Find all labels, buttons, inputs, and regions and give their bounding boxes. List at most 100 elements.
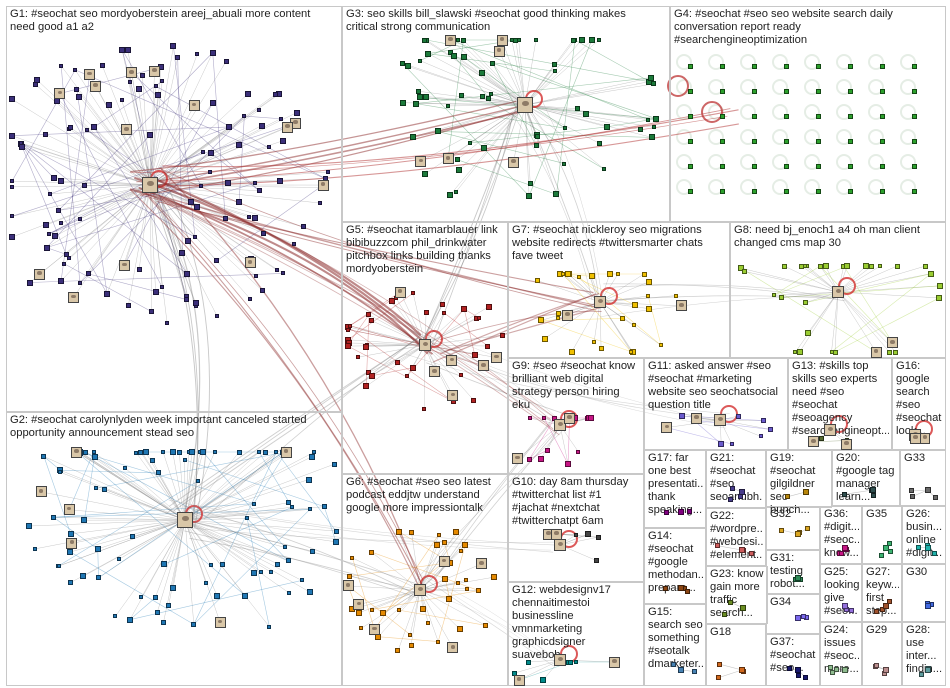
graph-node[interactable] (450, 52, 457, 59)
user-avatar-node[interactable] (54, 88, 66, 100)
graph-node[interactable] (592, 340, 597, 344)
graph-node[interactable] (259, 569, 264, 574)
graph-node[interactable] (879, 63, 885, 69)
graph-node[interactable] (184, 297, 190, 303)
group-g5[interactable]: G5: #seochat itamarblauer link bibibuzzc… (342, 222, 508, 474)
graph-node[interactable] (768, 426, 774, 432)
graph-node[interactable] (560, 272, 565, 276)
graph-node[interactable] (399, 60, 405, 66)
group-g1[interactable]: G1: #seochat seo mordyoberstein areej_ab… (6, 6, 342, 412)
graph-node[interactable] (829, 349, 834, 354)
graph-node[interactable] (771, 293, 776, 298)
graph-node[interactable] (258, 122, 265, 129)
graph-node[interactable] (82, 449, 88, 455)
user-avatar-node[interactable] (442, 153, 454, 165)
graph-node[interactable] (61, 261, 66, 266)
graph-node[interactable] (847, 138, 853, 144)
user-avatar-node[interactable] (561, 309, 573, 321)
graph-node[interactable] (664, 510, 670, 516)
graph-node[interactable] (525, 659, 531, 665)
graph-node[interactable] (556, 316, 561, 321)
graph-node[interactable] (910, 493, 916, 499)
graph-node[interactable] (479, 69, 486, 76)
graph-node[interactable] (310, 548, 316, 554)
user-avatar-node[interactable] (808, 436, 820, 448)
graph-node[interactable] (783, 63, 789, 69)
graph-node[interactable] (368, 372, 375, 379)
graph-node[interactable] (347, 573, 353, 579)
graph-node[interactable] (251, 501, 256, 506)
graph-node[interactable] (784, 494, 790, 500)
graph-node[interactable] (259, 288, 265, 294)
graph-node[interactable] (485, 303, 492, 310)
graph-node[interactable] (489, 92, 494, 97)
graph-node[interactable] (52, 233, 59, 240)
graph-node[interactable] (719, 138, 725, 144)
graph-node[interactable] (663, 586, 669, 592)
graph-node[interactable] (138, 449, 144, 455)
graph-node[interactable] (805, 525, 811, 531)
group-g7[interactable]: G7: #seochat nickleroy seo migrations we… (508, 222, 730, 358)
graph-node[interactable] (187, 198, 194, 205)
graph-node[interactable] (154, 91, 161, 98)
graph-node[interactable] (482, 622, 488, 628)
graph-node[interactable] (54, 98, 61, 105)
graph-node[interactable] (418, 58, 423, 63)
graph-node[interactable] (165, 321, 170, 326)
graph-node[interactable] (802, 675, 808, 680)
group-g32[interactable]: G32 (766, 506, 820, 550)
graph-node[interactable] (646, 278, 653, 285)
graph-node[interactable] (779, 295, 785, 301)
graph-node[interactable] (175, 55, 181, 61)
graph-node[interactable] (50, 174, 57, 181)
user-avatar-node[interactable] (446, 355, 458, 367)
graph-node[interactable] (136, 266, 142, 272)
graph-node[interactable] (247, 296, 252, 301)
graph-node[interactable] (290, 505, 295, 510)
graph-node[interactable] (81, 183, 87, 189)
graph-node[interactable] (350, 555, 355, 560)
graph-node[interactable] (758, 434, 763, 439)
graph-node[interactable] (331, 461, 337, 467)
user-avatar-node[interactable] (517, 97, 533, 113)
user-avatar-node[interactable] (476, 558, 488, 570)
group-g6[interactable]: G6: #seochat #seo seo latest podcast edd… (342, 474, 508, 686)
graph-node[interactable] (363, 383, 370, 390)
graph-node[interactable] (863, 263, 870, 269)
user-avatar-node[interactable] (676, 300, 688, 312)
user-avatar-node[interactable] (691, 412, 702, 424)
graph-node[interactable] (442, 576, 449, 583)
graph-node[interactable] (842, 603, 849, 609)
graph-node[interactable] (883, 667, 889, 673)
graph-node[interactable] (25, 523, 32, 529)
graph-node[interactable] (742, 268, 748, 274)
graph-node[interactable] (499, 332, 505, 338)
user-avatar-node[interactable] (177, 512, 193, 528)
graph-node[interactable] (602, 166, 606, 171)
graph-node[interactable] (687, 138, 693, 144)
user-avatar-node[interactable] (317, 179, 329, 191)
user-avatar-node[interactable] (507, 156, 519, 168)
graph-node[interactable] (822, 263, 829, 269)
graph-node[interactable] (786, 665, 792, 671)
graph-node[interactable] (678, 509, 685, 515)
graph-node[interactable] (368, 317, 374, 323)
graph-node[interactable] (408, 632, 413, 637)
user-avatar-node[interactable] (63, 504, 75, 516)
graph-node[interactable] (77, 217, 82, 222)
graph-node[interactable] (368, 549, 374, 555)
graph-node[interactable] (236, 198, 243, 205)
graph-node[interactable] (58, 470, 63, 475)
graph-node[interactable] (119, 46, 126, 53)
graph-node[interactable] (193, 203, 200, 210)
graph-node[interactable] (645, 305, 652, 312)
graph-node[interactable] (73, 67, 78, 72)
user-avatar-node[interactable] (126, 67, 138, 79)
user-avatar-node[interactable] (661, 422, 673, 434)
graph-node[interactable] (481, 144, 488, 151)
graph-node[interactable] (931, 550, 937, 556)
graph-node[interactable] (9, 132, 15, 139)
graph-node[interactable] (184, 271, 191, 278)
graph-node[interactable] (527, 180, 533, 186)
graph-node[interactable] (879, 113, 885, 119)
